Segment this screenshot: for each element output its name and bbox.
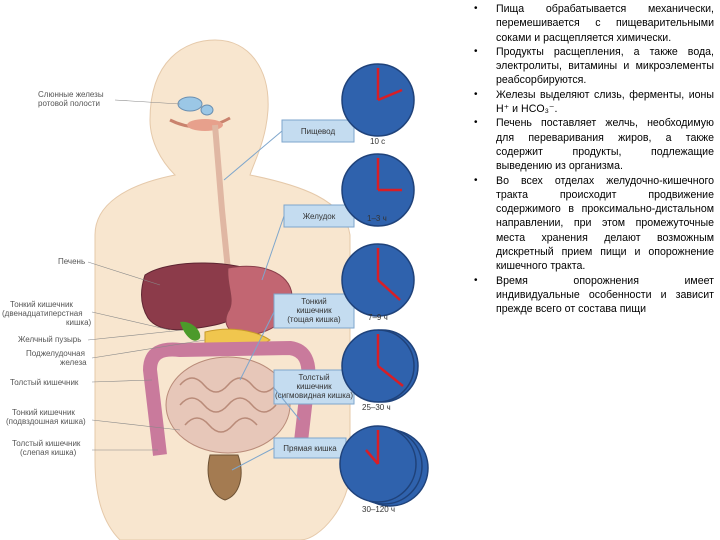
station-time: 1–3 ч bbox=[367, 214, 387, 223]
svg-text:Пищевод: Пищевод bbox=[301, 127, 336, 136]
svg-text:Тонкий: Тонкий bbox=[301, 297, 327, 306]
large-intestine bbox=[142, 340, 316, 456]
svg-text:кишечник: кишечник bbox=[296, 382, 332, 391]
svg-text:Желудок: Желудок bbox=[303, 212, 336, 221]
gallbladder bbox=[180, 321, 201, 341]
list-item: • Печень поставляет желчь, необходимую дл… bbox=[474, 116, 714, 173]
list-item: • Время опорожнения имеет индивидуальные … bbox=[474, 274, 714, 317]
station-time: 7–9 ч bbox=[368, 313, 388, 322]
bullet-icon: • bbox=[474, 274, 478, 286]
left-label: (подвздошная кишка) bbox=[6, 417, 86, 426]
svg-text:(сигмовидная кишка): (сигмовидная кишка) bbox=[275, 391, 353, 400]
rectum bbox=[207, 454, 242, 501]
bullet-text: Продукты расщепления, а также вода, элек… bbox=[496, 45, 714, 87]
left-label: (слепая кишка) bbox=[20, 448, 77, 457]
left-label: Печень bbox=[58, 257, 85, 266]
left-label: Толстый кишечник bbox=[10, 378, 79, 387]
bullet-icon: • bbox=[474, 45, 478, 57]
salivary-gland bbox=[177, 96, 203, 112]
bullet-icon: • bbox=[474, 117, 478, 129]
bullet-icon: • bbox=[474, 174, 478, 186]
station-box-sigmoid: Толстый кишечник (сигмовидная кишка) bbox=[273, 369, 355, 405]
bullet-text: Время опорожнения имеет индивидуальные о… bbox=[496, 274, 714, 316]
left-label: Тонкий кишечник bbox=[10, 300, 73, 309]
digestive-system-diagram: Слюнные железы ротовой полости Печень То… bbox=[2, 39, 429, 540]
left-label: Тонкий кишечник bbox=[12, 408, 75, 417]
list-item: • Продукты расщепления, а также вода, эле… bbox=[474, 45, 714, 88]
station-time: 30–120 ч bbox=[362, 505, 395, 514]
station-box-jejunum: Тонкий кишечник (тощая кишка) bbox=[273, 293, 355, 329]
svg-text:Прямая кишка: Прямая кишка bbox=[283, 444, 337, 453]
list-item: • Железы выделяют слизь, ферменты, ионы H… bbox=[474, 88, 714, 117]
bullet-list: • Пища обрабатывается механически, переме… bbox=[474, 2, 714, 317]
small-intestine bbox=[179, 377, 277, 433]
left-label: Слюнные железы bbox=[38, 90, 104, 99]
bullet-text: Печень поставляет желчь, необходимую для… bbox=[496, 117, 714, 173]
clock-icon bbox=[341, 63, 415, 137]
left-label: железа bbox=[60, 358, 87, 367]
clock-icon bbox=[341, 243, 415, 317]
station-time: 10 с bbox=[370, 137, 385, 146]
station-box-rectum: Прямая кишка bbox=[273, 437, 347, 459]
left-label: Толстый кишечник bbox=[12, 439, 81, 448]
box-connectors bbox=[223, 130, 301, 471]
bullet-icon: • bbox=[474, 88, 478, 100]
left-label: Желчный пузырь bbox=[18, 335, 81, 344]
clock-icon bbox=[341, 153, 415, 227]
clock-icon bbox=[341, 329, 419, 403]
svg-text:(тощая кишка): (тощая кишка) bbox=[287, 315, 341, 324]
bullet-text: Железы выделяют слизь, ферменты, ионы H⁺… bbox=[496, 88, 714, 116]
list-item: • Во всех отделах желудочно-кишечного тра… bbox=[474, 174, 714, 274]
clock-icon bbox=[339, 425, 429, 507]
list-item: • Пища обрабатывается механически, переме… bbox=[474, 2, 714, 45]
salivary-gland bbox=[200, 104, 214, 116]
left-label: (двенадцатиперстная bbox=[2, 309, 83, 318]
left-label: ротовой полости bbox=[38, 99, 100, 108]
svg-text:Толстый: Толстый bbox=[298, 373, 329, 382]
left-label: кишка) bbox=[66, 318, 92, 327]
left-label: Поджелудочная bbox=[26, 349, 85, 358]
bullet-text: Пища обрабатывается механически, перемеш… bbox=[496, 3, 714, 44]
svg-text:кишечник: кишечник bbox=[296, 306, 332, 315]
station-box-esophagus: Пищевод bbox=[281, 119, 355, 143]
station-box-stomach: Желудок bbox=[283, 204, 355, 228]
bullet-icon: • bbox=[474, 3, 478, 14]
leader-lines bbox=[87, 99, 206, 451]
esophagus bbox=[212, 124, 231, 271]
station-time: 25–30 ч bbox=[362, 403, 391, 412]
bullet-text: Во всех отделах желудочно-кишечного трак… bbox=[496, 174, 714, 273]
